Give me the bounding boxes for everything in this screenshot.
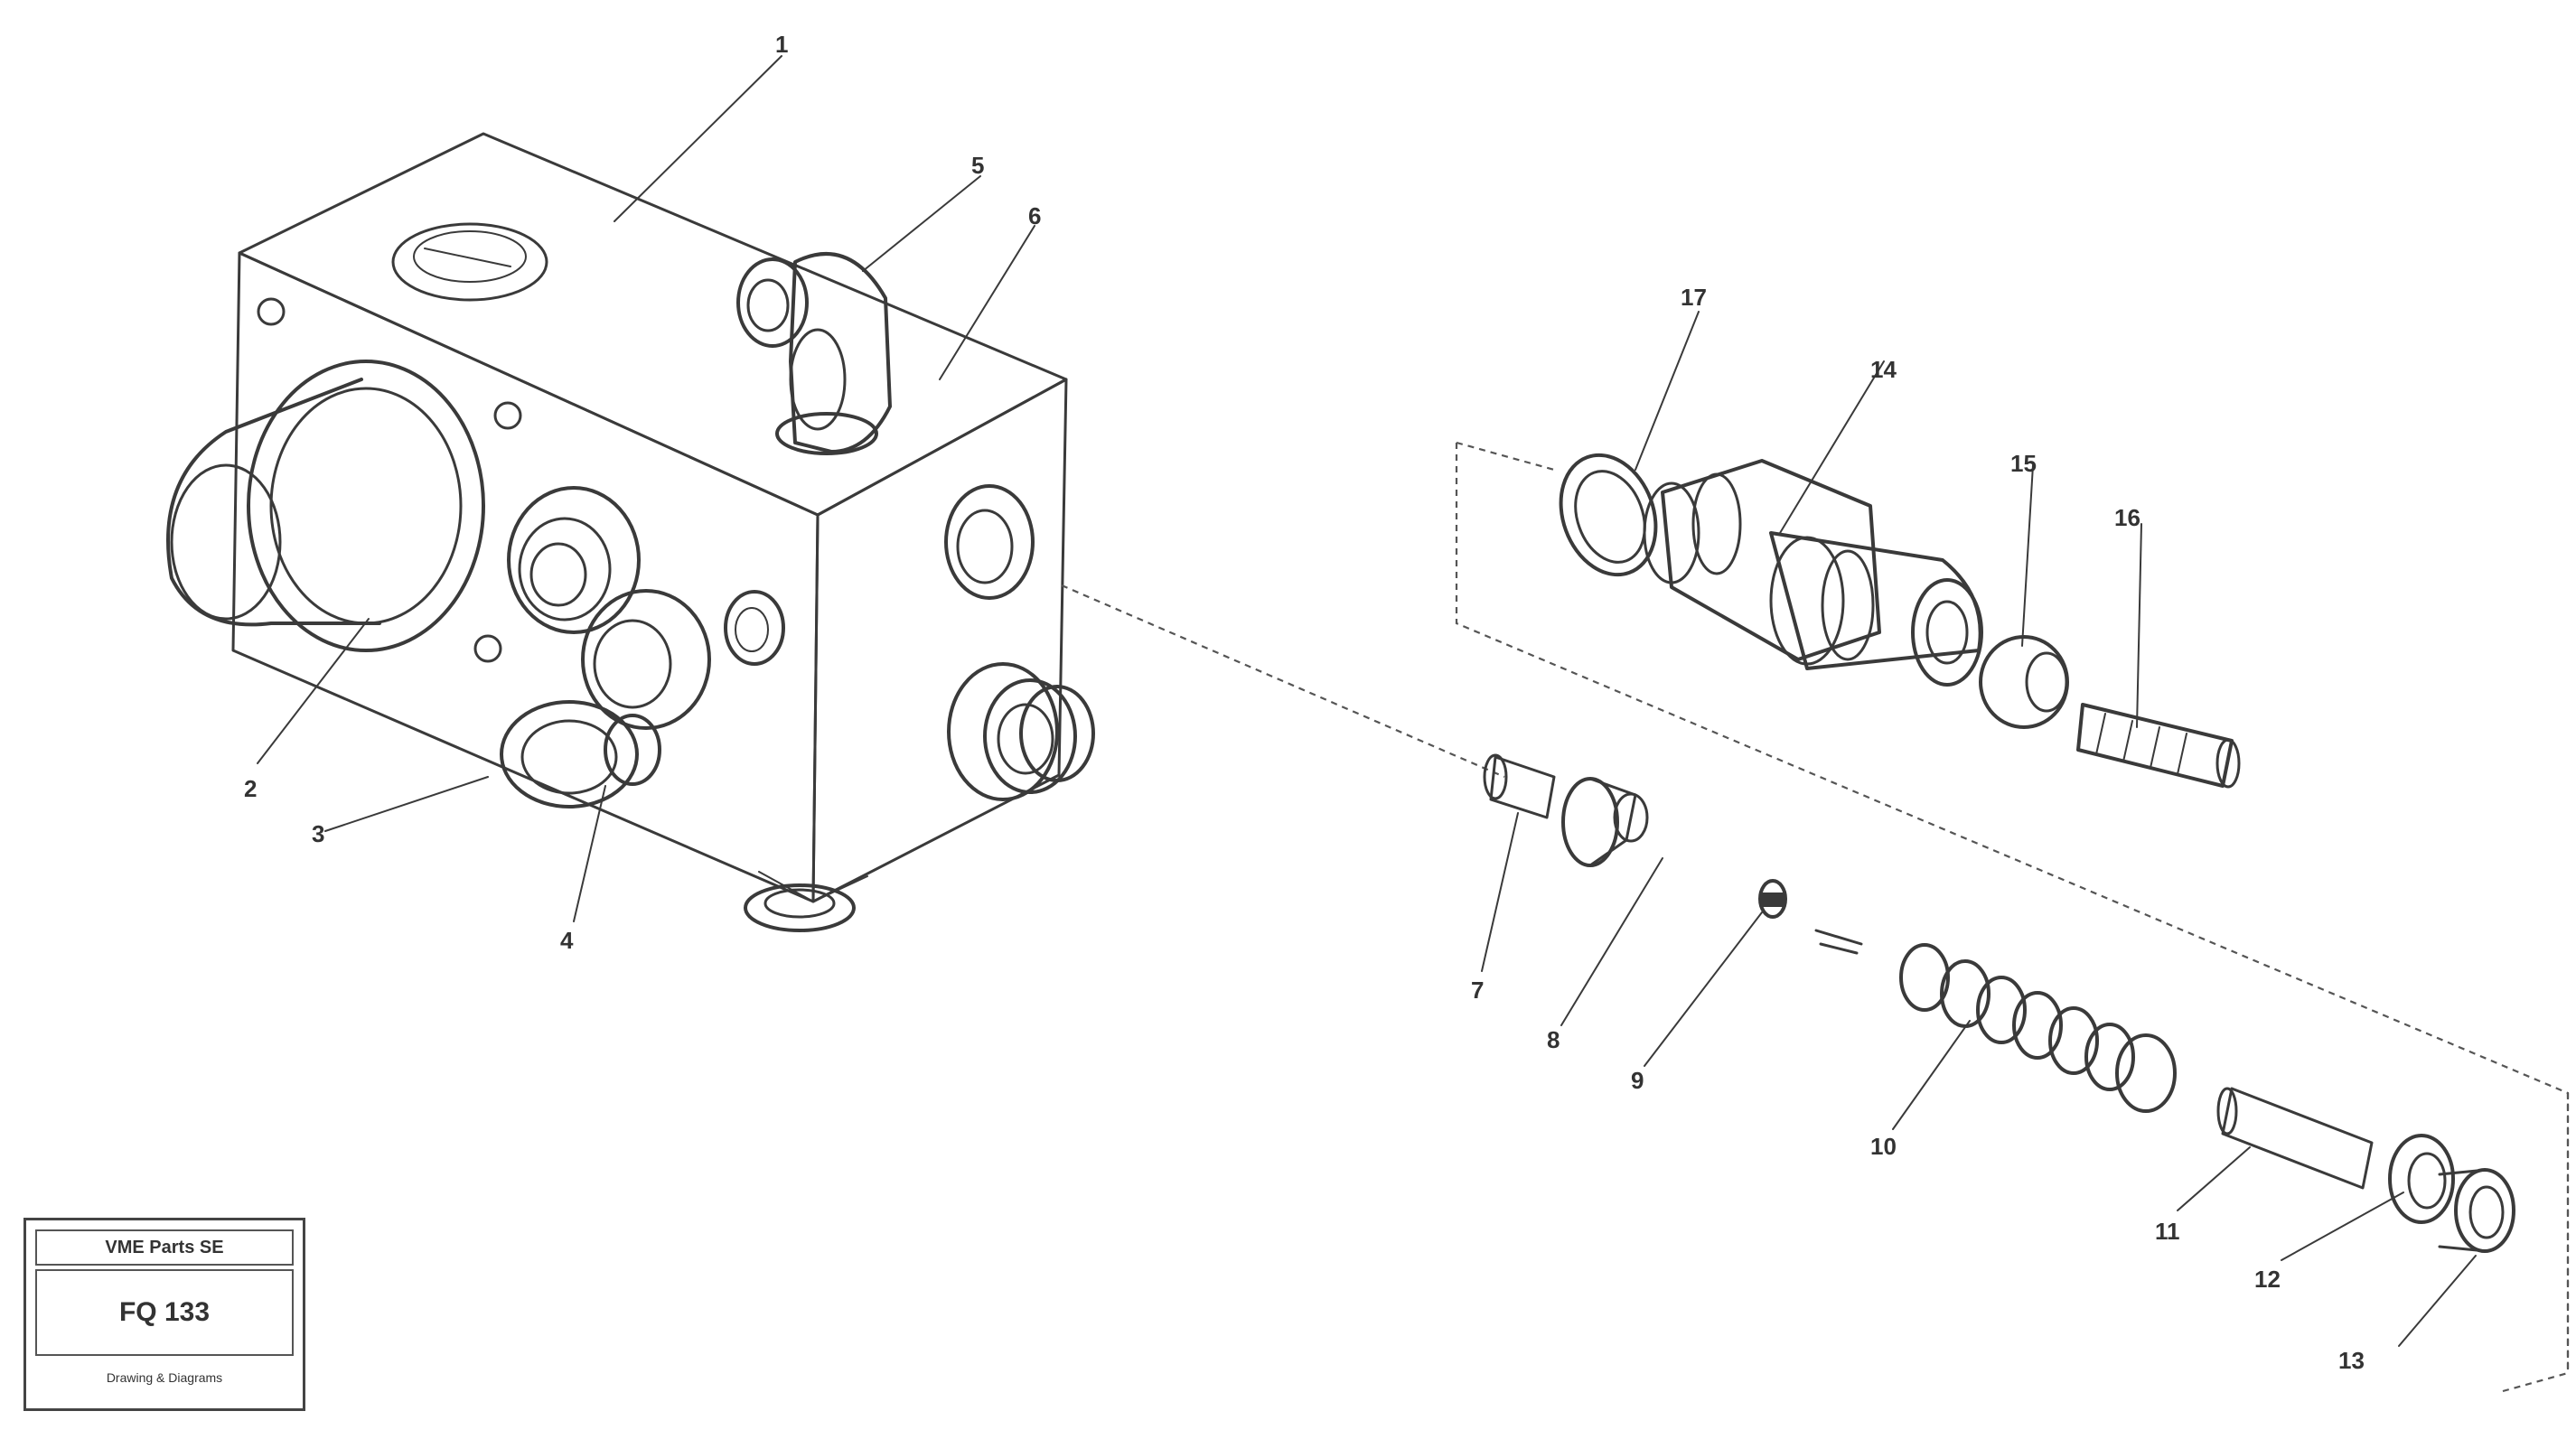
title-block-header: VME Parts SE	[35, 1229, 294, 1266]
callout-15: 15	[2010, 450, 2037, 477]
callout-labels: 1 2 3 4 5 6 7 8 9 10 11 12 13 14 15 16 1…	[244, 31, 2365, 1374]
cartridge-group	[1559, 453, 2241, 789]
assembly-lines	[1061, 441, 2570, 1393]
valve-block	[166, 132, 1095, 932]
callout-13: 13	[2338, 1347, 2365, 1374]
callout-16: 16	[2114, 504, 2140, 531]
leader-lines	[257, 55, 2477, 1347]
callout-6: 6	[1028, 202, 1041, 229]
title-block-footer: Drawing & Diagrams	[106, 1370, 223, 1385]
title-block: VME Parts SE FQ 133 Drawing & Diagrams	[23, 1218, 305, 1411]
callout-5: 5	[971, 152, 984, 179]
callout-17: 17	[1681, 284, 1707, 311]
callout-11: 11	[2155, 1218, 2180, 1245]
title-block-code: FQ 133	[35, 1269, 294, 1356]
callout-10: 10	[1870, 1133, 1897, 1160]
callout-3: 3	[312, 820, 324, 847]
callout-1: 1	[775, 31, 788, 58]
callout-12: 12	[2254, 1266, 2281, 1293]
spool-group	[1483, 753, 2515, 1253]
callout-2: 2	[244, 775, 257, 802]
callout-4: 4	[560, 927, 574, 954]
callout-8: 8	[1547, 1026, 1560, 1053]
callout-7: 7	[1471, 977, 1484, 1004]
callout-9: 9	[1631, 1067, 1644, 1094]
callout-14: 14	[1870, 356, 1897, 383]
